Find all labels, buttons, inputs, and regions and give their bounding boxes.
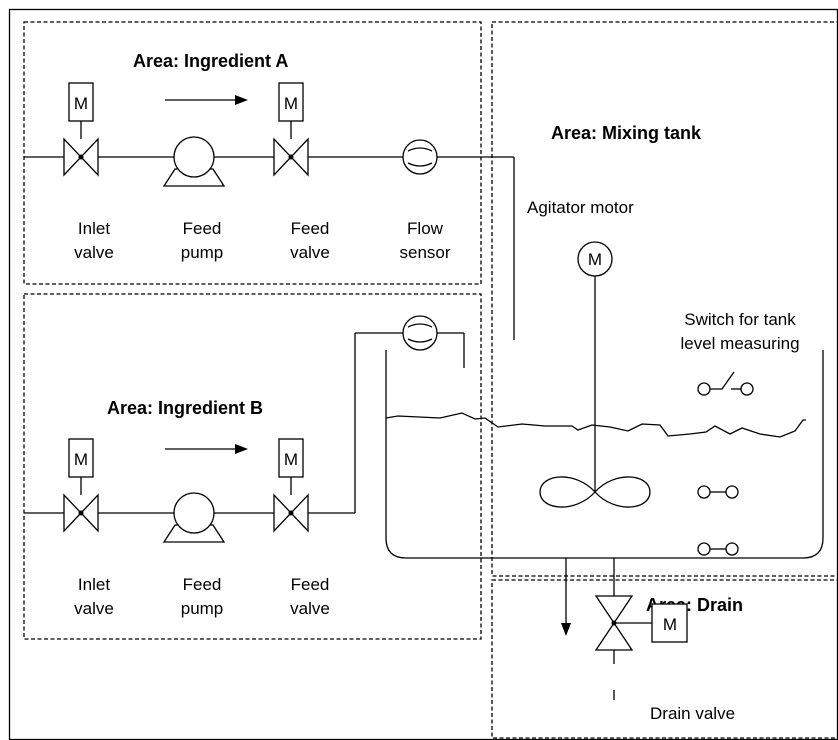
area-title-mixing-tank: Area: Mixing tank xyxy=(551,123,702,143)
feed-valve-a[interactable]: M xyxy=(273,82,309,176)
feed-pump-b-label-1: Feed xyxy=(183,575,222,594)
mixing-tank-vessel xyxy=(385,350,824,559)
level-switch-label-2: level measuring xyxy=(680,334,799,353)
motor-label: M xyxy=(74,94,88,113)
flow-direction-arrow-a xyxy=(165,95,248,105)
outer-border xyxy=(8,8,838,740)
level-switch-low[interactable] xyxy=(697,542,739,556)
area-mixing-tank-box xyxy=(491,21,838,577)
inlet-valve-a-label-2: valve xyxy=(74,243,114,262)
inlet-valve-a[interactable]: M xyxy=(63,82,99,176)
flow-sensor-a-label-2: sensor xyxy=(399,243,450,262)
liquid-surface xyxy=(385,412,806,438)
feed-valve-b[interactable]: M xyxy=(273,438,309,532)
level-switch-high[interactable] xyxy=(697,371,754,396)
feed-valve-b-label-1: Feed xyxy=(291,575,330,594)
inlet-valve-b-label-2: valve xyxy=(74,599,114,618)
level-switch-mid[interactable] xyxy=(697,485,739,499)
agitator-motor-symbol: M xyxy=(588,250,602,269)
agitator[interactable]: M xyxy=(539,241,651,508)
ingredient-a-piping xyxy=(24,156,515,340)
inlet-valve-b[interactable]: M xyxy=(63,438,99,532)
feed-valve-a-label-1: Feed xyxy=(291,219,330,238)
area-ingredient-a-box xyxy=(23,21,482,285)
drain-valve-label: Drain valve xyxy=(650,704,735,723)
agitator-motor-label: Agitator motor xyxy=(527,198,634,217)
flow-direction-arrow-b xyxy=(165,444,248,454)
level-switch-label-1: Switch for tank xyxy=(684,310,796,329)
inlet-valve-b-label-1: Inlet xyxy=(78,575,110,594)
feed-pump-b-label-2: pump xyxy=(181,599,224,618)
drain-valve[interactable]: M xyxy=(594,595,688,651)
ingredient-b-piping xyxy=(24,332,465,514)
inlet-valve-a-label-1: Inlet xyxy=(78,219,110,238)
feed-pump-b[interactable] xyxy=(163,492,225,543)
area-ingredient-b-box xyxy=(23,293,482,640)
area-title-ingredient-a: Area: Ingredient A xyxy=(133,51,288,71)
feed-pump-a[interactable] xyxy=(163,136,225,187)
drain-motor-symbol: M xyxy=(663,615,677,634)
motor-label: M xyxy=(74,450,88,469)
motor-label: M xyxy=(284,450,298,469)
drain-flow-arrow xyxy=(561,558,571,636)
area-drain-box xyxy=(491,579,838,739)
feed-pump-a-label-1: Feed xyxy=(183,219,222,238)
flow-sensor-b[interactable] xyxy=(402,315,438,351)
feed-valve-a-label-2: valve xyxy=(290,243,330,262)
flow-sensor-a-label-1: Flow xyxy=(407,219,444,238)
flow-sensor-a[interactable] xyxy=(402,139,438,175)
motor-label: M xyxy=(284,94,298,113)
feed-valve-b-label-2: valve xyxy=(290,599,330,618)
feed-pump-a-label-2: pump xyxy=(181,243,224,262)
agitator-impeller xyxy=(539,476,651,508)
area-title-ingredient-b: Area: Ingredient B xyxy=(107,398,263,418)
